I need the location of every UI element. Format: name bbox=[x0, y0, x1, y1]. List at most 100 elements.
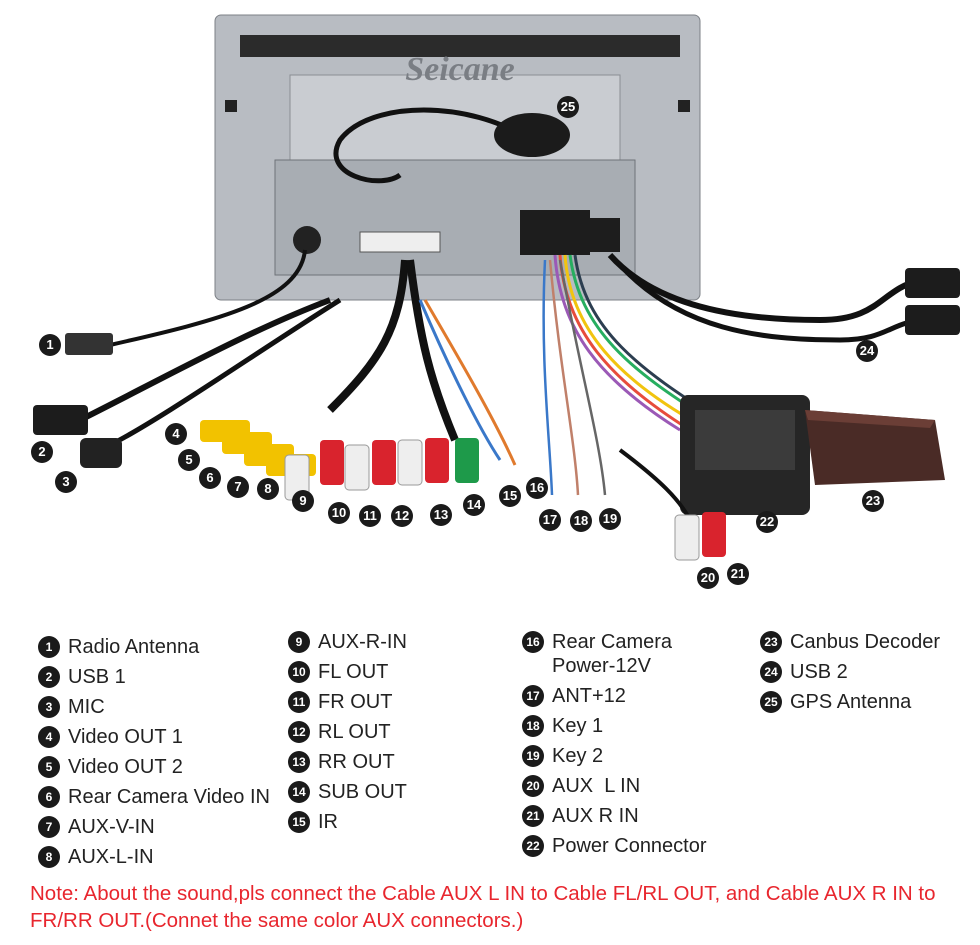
legend-number: 21 bbox=[522, 805, 544, 827]
legend-number: 23 bbox=[760, 631, 782, 653]
legend-label: Canbus Decoder bbox=[790, 631, 941, 653]
legend-item: 13 RR OUT bbox=[288, 750, 407, 774]
legend-number: 8 bbox=[38, 846, 60, 868]
legend-item: 21 AUX R IN bbox=[522, 804, 707, 828]
wiring-note: Note: About the sound,pls connect the Ca… bbox=[30, 882, 936, 932]
callout-4: 4 bbox=[165, 423, 187, 445]
callout-9: 9 bbox=[292, 490, 314, 512]
legend-number: 22 bbox=[522, 835, 544, 857]
legend-number: 16 bbox=[522, 631, 544, 653]
legend-label: RR OUT bbox=[318, 751, 395, 773]
legend-label: Key 2 bbox=[552, 745, 604, 767]
legend-label: Radio Antenna bbox=[68, 636, 200, 658]
legend-item: 15 IR bbox=[288, 810, 407, 834]
legend-item: 1 Radio Antenna bbox=[38, 635, 270, 659]
legend-number: 7 bbox=[38, 816, 60, 838]
callout-16: 16 bbox=[526, 477, 548, 499]
legend-item: 5 Video OUT 2 bbox=[38, 755, 270, 779]
legend-item: 23 Canbus Decoder bbox=[760, 630, 940, 654]
legend-number: 24 bbox=[760, 661, 782, 683]
legend-item: 11 FR OUT bbox=[288, 690, 407, 714]
callout-13: 13 bbox=[430, 504, 452, 526]
legend-number: 13 bbox=[288, 751, 310, 773]
legend-label: AUX-L-IN bbox=[68, 846, 154, 868]
legend-item: 22 Power Connector bbox=[522, 834, 707, 858]
callout-6: 6 bbox=[199, 467, 221, 489]
callout-14: 14 bbox=[463, 494, 485, 516]
callout-25: 25 bbox=[557, 96, 579, 118]
legend-item: 7 AUX-V-IN bbox=[38, 815, 270, 839]
legend-label: AUX R IN bbox=[552, 805, 639, 827]
legend-label: ANT+12 bbox=[552, 685, 626, 707]
legend-label: SUB OUT bbox=[318, 781, 407, 803]
legend-item: 24 USB 2 bbox=[760, 660, 940, 684]
callout-17: 17 bbox=[539, 509, 561, 531]
callout-15: 15 bbox=[499, 485, 521, 507]
legend-label-line-1: Rear Camera bbox=[552, 631, 673, 653]
legend-label: Video OUT 1 bbox=[68, 726, 183, 748]
legend-label: Video OUT 2 bbox=[68, 756, 183, 778]
legend-label: MIC bbox=[68, 696, 105, 718]
legend-item: 6 Rear Camera Video IN bbox=[38, 785, 270, 809]
brand-logo: Seicane bbox=[405, 51, 515, 88]
legend-label-line-2: Power-12V bbox=[552, 655, 651, 677]
callout-7: 7 bbox=[227, 476, 249, 498]
callout-23: 23 bbox=[862, 490, 884, 512]
head-unit-back-panel bbox=[214, 14, 701, 301]
legend-label: Rear Camera Video IN bbox=[68, 786, 270, 808]
legend-number: 12 bbox=[288, 721, 310, 743]
power-connector bbox=[680, 395, 810, 515]
legend-item: 8 AUX-L-IN bbox=[38, 845, 270, 869]
legend-number: 25 bbox=[760, 691, 782, 713]
legend-item: 10 FL OUT bbox=[288, 660, 407, 684]
legend-number: 3 bbox=[38, 696, 60, 718]
legend-label: Key 1 bbox=[552, 715, 604, 737]
callout-8: 8 bbox=[257, 478, 279, 500]
rca-connectors bbox=[200, 420, 479, 501]
callout-2: 2 bbox=[31, 441, 53, 463]
callout-1: 1 bbox=[39, 334, 61, 356]
legend-column-2: 9 AUX-R-IN 10 FL OUT 11 FR OUT 12 RL OUT 13 R… bbox=[288, 630, 407, 840]
legend-label: FL OUT bbox=[318, 661, 389, 683]
wiring-illustration: Seicane bbox=[33, 14, 960, 561]
legend-item: 9 AUX-R-IN bbox=[288, 630, 407, 654]
legend-number: 10 bbox=[288, 661, 310, 683]
legend-number: 5 bbox=[38, 756, 60, 778]
legend-label: USB 1 bbox=[68, 666, 126, 688]
callout-10: 10 bbox=[328, 502, 350, 524]
legend-number: 6 bbox=[38, 786, 60, 808]
canbus-decoder bbox=[805, 410, 945, 485]
legend-number: 9 bbox=[288, 631, 310, 653]
legend-number: 15 bbox=[288, 811, 310, 833]
legend-number: 18 bbox=[522, 715, 544, 737]
legend-label: RL OUT bbox=[318, 721, 391, 743]
callout-20: 20 bbox=[697, 567, 719, 589]
legend-label: FR OUT bbox=[318, 691, 393, 713]
legend-label: USB 2 bbox=[790, 661, 848, 683]
legend-item: 18 Key 1 bbox=[522, 714, 707, 738]
legend-label: AUX-V-IN bbox=[68, 816, 155, 838]
legend-label: AUX-R-IN bbox=[318, 631, 407, 653]
callout-21: 21 bbox=[727, 563, 749, 585]
callout-12: 12 bbox=[391, 505, 413, 527]
legend-item: 17 ANT+12 bbox=[522, 684, 707, 708]
callout-5: 5 bbox=[178, 449, 200, 471]
legend-label: Power Connector bbox=[552, 835, 707, 857]
legend-number: 17 bbox=[522, 685, 544, 707]
callout-18: 18 bbox=[570, 510, 592, 532]
legend-label: IR bbox=[318, 811, 338, 833]
legend-number: 1 bbox=[38, 636, 60, 658]
callout-22: 22 bbox=[756, 511, 778, 533]
wiring-diagram: Seicane bbox=[31, 14, 960, 589]
legend-number: 11 bbox=[288, 691, 310, 713]
